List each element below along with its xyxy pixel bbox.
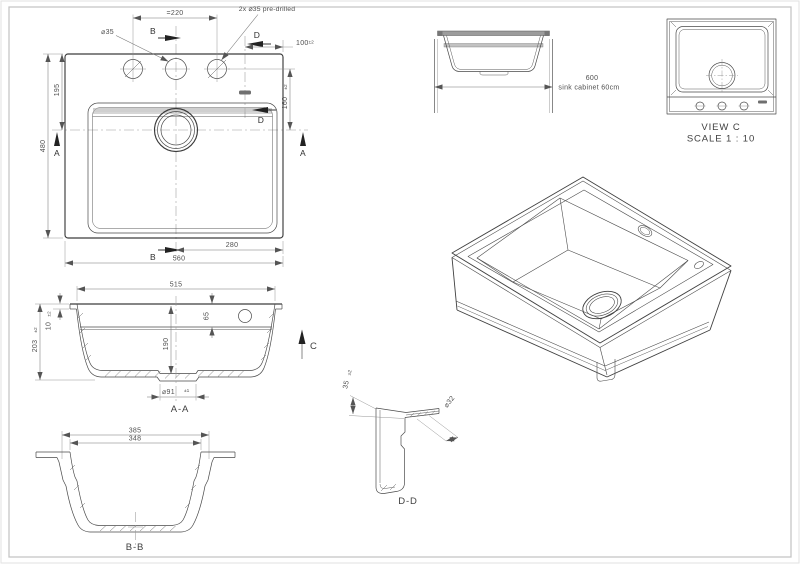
view-c: VIEW C SCALE 1 : 10 bbox=[666, 18, 777, 145]
iso-tap-hole bbox=[637, 225, 653, 237]
section-dd-outline bbox=[375, 407, 440, 494]
dim-ledge-depth: 65 bbox=[204, 312, 211, 320]
view-marker-c: C bbox=[310, 341, 318, 352]
plan-sink-outer-edge bbox=[64, 53, 284, 239]
dim-cabinet-width: 600 bbox=[586, 75, 599, 82]
dim-dd-rim-height: 35 bbox=[342, 380, 351, 390]
isometric-view bbox=[451, 176, 732, 382]
section-bb-view: 385 348 B-B bbox=[35, 428, 236, 553]
dim-edge-tol: ±2 bbox=[309, 40, 315, 46]
dim-rim-thickness: 10 bbox=[46, 322, 53, 330]
dim-hole-spacing: =220 bbox=[167, 10, 184, 17]
iso-rim-inner bbox=[467, 189, 714, 333]
iso-rim-outer bbox=[451, 176, 732, 344]
drawing-frame bbox=[8, 6, 792, 558]
overflow-hole-section bbox=[238, 309, 252, 323]
predrilled-note: 2x ⌀35 pre-drilled bbox=[239, 6, 295, 13]
iso-drain bbox=[582, 290, 622, 320]
dim-total-height: 203 bbox=[32, 340, 39, 353]
section-marker-d-bottom: D bbox=[258, 115, 264, 125]
iso-overflow-hole bbox=[694, 261, 704, 269]
front-rim-band bbox=[443, 43, 544, 48]
section-marker-d-top: D bbox=[254, 30, 260, 40]
dim-rear-offset: 160 bbox=[282, 97, 289, 110]
front-body-outline bbox=[443, 35, 544, 72]
section-aa-hatch bbox=[77, 312, 275, 379]
dim-depth-overall: 480 bbox=[40, 140, 47, 153]
dim-drain-recess: ⌀91 bbox=[162, 389, 175, 396]
dim-bowl-depth: 190 bbox=[163, 338, 170, 351]
dim-width-overall: 560 bbox=[173, 256, 186, 263]
view-c-scale: SCALE 1 : 10 bbox=[687, 134, 755, 145]
section-aa-label: A-A bbox=[171, 404, 190, 415]
dim-dd-hole: ⌀32 bbox=[443, 395, 456, 409]
plan-drain bbox=[153, 107, 199, 153]
section-dd-hatch bbox=[380, 410, 436, 492]
section-marker-b-top: B bbox=[150, 26, 156, 36]
dim-bb-inner: 348 bbox=[129, 436, 142, 443]
section-marker-b-bottom: B bbox=[150, 252, 156, 262]
section-bb-label: B-B bbox=[126, 542, 145, 553]
section-bb-outline bbox=[35, 451, 236, 545]
dim-total-height-tol: ±2 bbox=[33, 327, 39, 333]
cabinet-caption: sink cabinet 60cm bbox=[558, 85, 619, 92]
plan-view: =220 ⌀35 2x ⌀35 pre-drilled D D 100 ±2 1… bbox=[40, 6, 314, 267]
plan-overflow-slot bbox=[239, 90, 251, 95]
view-c-outer bbox=[666, 18, 777, 115]
dim-rear-tol: ±2 bbox=[283, 84, 289, 90]
dim-center-hole: ⌀35 bbox=[101, 29, 114, 36]
view-c-bowl-outer bbox=[675, 26, 769, 93]
front-foot bbox=[479, 71, 509, 76]
iso-bowl-bottom bbox=[512, 249, 661, 320]
view-c-title: VIEW C bbox=[701, 122, 740, 133]
dim-bb-outer: 385 bbox=[129, 428, 142, 435]
section-marker-a-right: A bbox=[300, 148, 306, 158]
dim-dd-rim-tol: ±2 bbox=[347, 369, 354, 376]
dim-front-offset: 195 bbox=[54, 84, 61, 97]
view-c-screw-holes bbox=[694, 101, 750, 111]
section-marker-a-left: A bbox=[54, 148, 60, 158]
dim-drain-recess-tol: ±1 bbox=[184, 388, 190, 394]
dim-edge-offset: 100 bbox=[296, 40, 309, 47]
section-dd-view: 35 ±2 ⌀32 D-D bbox=[342, 369, 459, 507]
section-dd-label: D-D bbox=[398, 496, 418, 507]
plan-bowl-rim-inner bbox=[92, 107, 273, 229]
section-bb-hatch bbox=[69, 464, 201, 532]
plan-tap-holes bbox=[120, 56, 230, 82]
front-view: 600 sink cabinet 60cm bbox=[434, 30, 619, 113]
dim-inner-width: 515 bbox=[170, 282, 183, 289]
dim-drain-offset: 280 bbox=[226, 242, 239, 249]
dim-rim-tol: ±2 bbox=[47, 311, 53, 317]
iso-foot bbox=[596, 359, 616, 382]
plan-bowl-rim-outer bbox=[87, 102, 278, 234]
front-rim-bar bbox=[437, 30, 550, 36]
section-aa-view: 515 bbox=[32, 282, 318, 416]
view-c-slot bbox=[758, 100, 767, 104]
